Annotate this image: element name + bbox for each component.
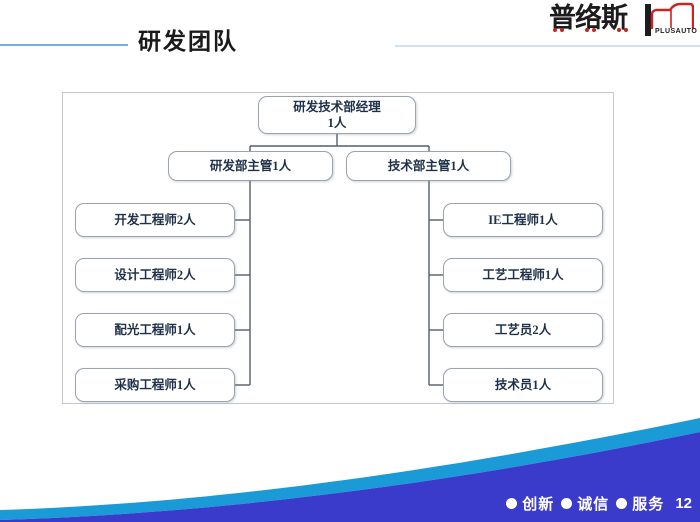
slide-header: 研发团队 普络斯 PLUSAUTO — [0, 0, 700, 72]
footer-slogan-0-label: 创新 — [522, 496, 555, 513]
org-node-supervisor-tech[interactable]: 技术部主管1人 — [346, 151, 511, 181]
org-node-right-1[interactable]: 工艺工程师1人 — [443, 258, 603, 292]
org-node-left-3[interactable]: 采购工程师1人 — [75, 368, 235, 402]
org-node-left-0[interactable]: 开发工程师2人 — [75, 203, 235, 237]
company-logo: 普络斯 PLUSAUTO — [549, 2, 698, 42]
org-chart-frame: 研发技术部经理 1人 研发部主管1人 技术部主管1人 开发工程师2人 设计工程师… — [62, 92, 614, 404]
wave-primary-band — [0, 432, 700, 522]
org-chart-connectors — [235, 134, 443, 386]
wave-accent-band — [0, 418, 700, 520]
org-node-left-2[interactable]: 配光工程师1人 — [75, 313, 235, 347]
footer-slogan-2: 服务 — [616, 493, 664, 514]
car-outline-icon — [650, 2, 694, 30]
logo-brand-en: PLUSAUTO — [655, 28, 698, 35]
bullet-dot-icon — [616, 497, 628, 509]
org-node-right-0[interactable]: IE工程师1人 — [443, 203, 603, 237]
footer-slogan-1-label: 诚信 — [577, 496, 610, 513]
bullet-dot-icon — [561, 497, 573, 509]
footer-slogan-2-label: 服务 — [632, 496, 665, 513]
org-node-supervisor-rd[interactable]: 研发部主管1人 — [168, 151, 333, 181]
header-rule-right — [395, 45, 700, 47]
footer-slogan-0: 创新 — [506, 493, 554, 514]
footer-slogan-bar: 创新 诚信 服务 12 — [506, 492, 692, 514]
header-rule-left — [0, 44, 128, 46]
footer-wave-decoration — [0, 418, 700, 522]
org-node-right-2[interactable]: 工艺员2人 — [443, 313, 603, 347]
logo-divider-bar — [645, 4, 651, 36]
org-node-manager[interactable]: 研发技术部经理 1人 — [258, 96, 416, 134]
footer-slogan-1: 诚信 — [561, 493, 609, 514]
bullet-dot-icon — [506, 497, 518, 509]
org-node-manager-line2: 1人 — [327, 116, 347, 130]
page-number: 12 — [675, 494, 692, 512]
logo-accent-dots-icon — [551, 28, 643, 36]
page-title: 研发团队 — [138, 29, 238, 54]
org-node-manager-line1: 研发技术部经理 — [293, 100, 381, 114]
org-node-right-3[interactable]: 技术员1人 — [443, 368, 603, 402]
org-node-left-1[interactable]: 设计工程师2人 — [75, 258, 235, 292]
